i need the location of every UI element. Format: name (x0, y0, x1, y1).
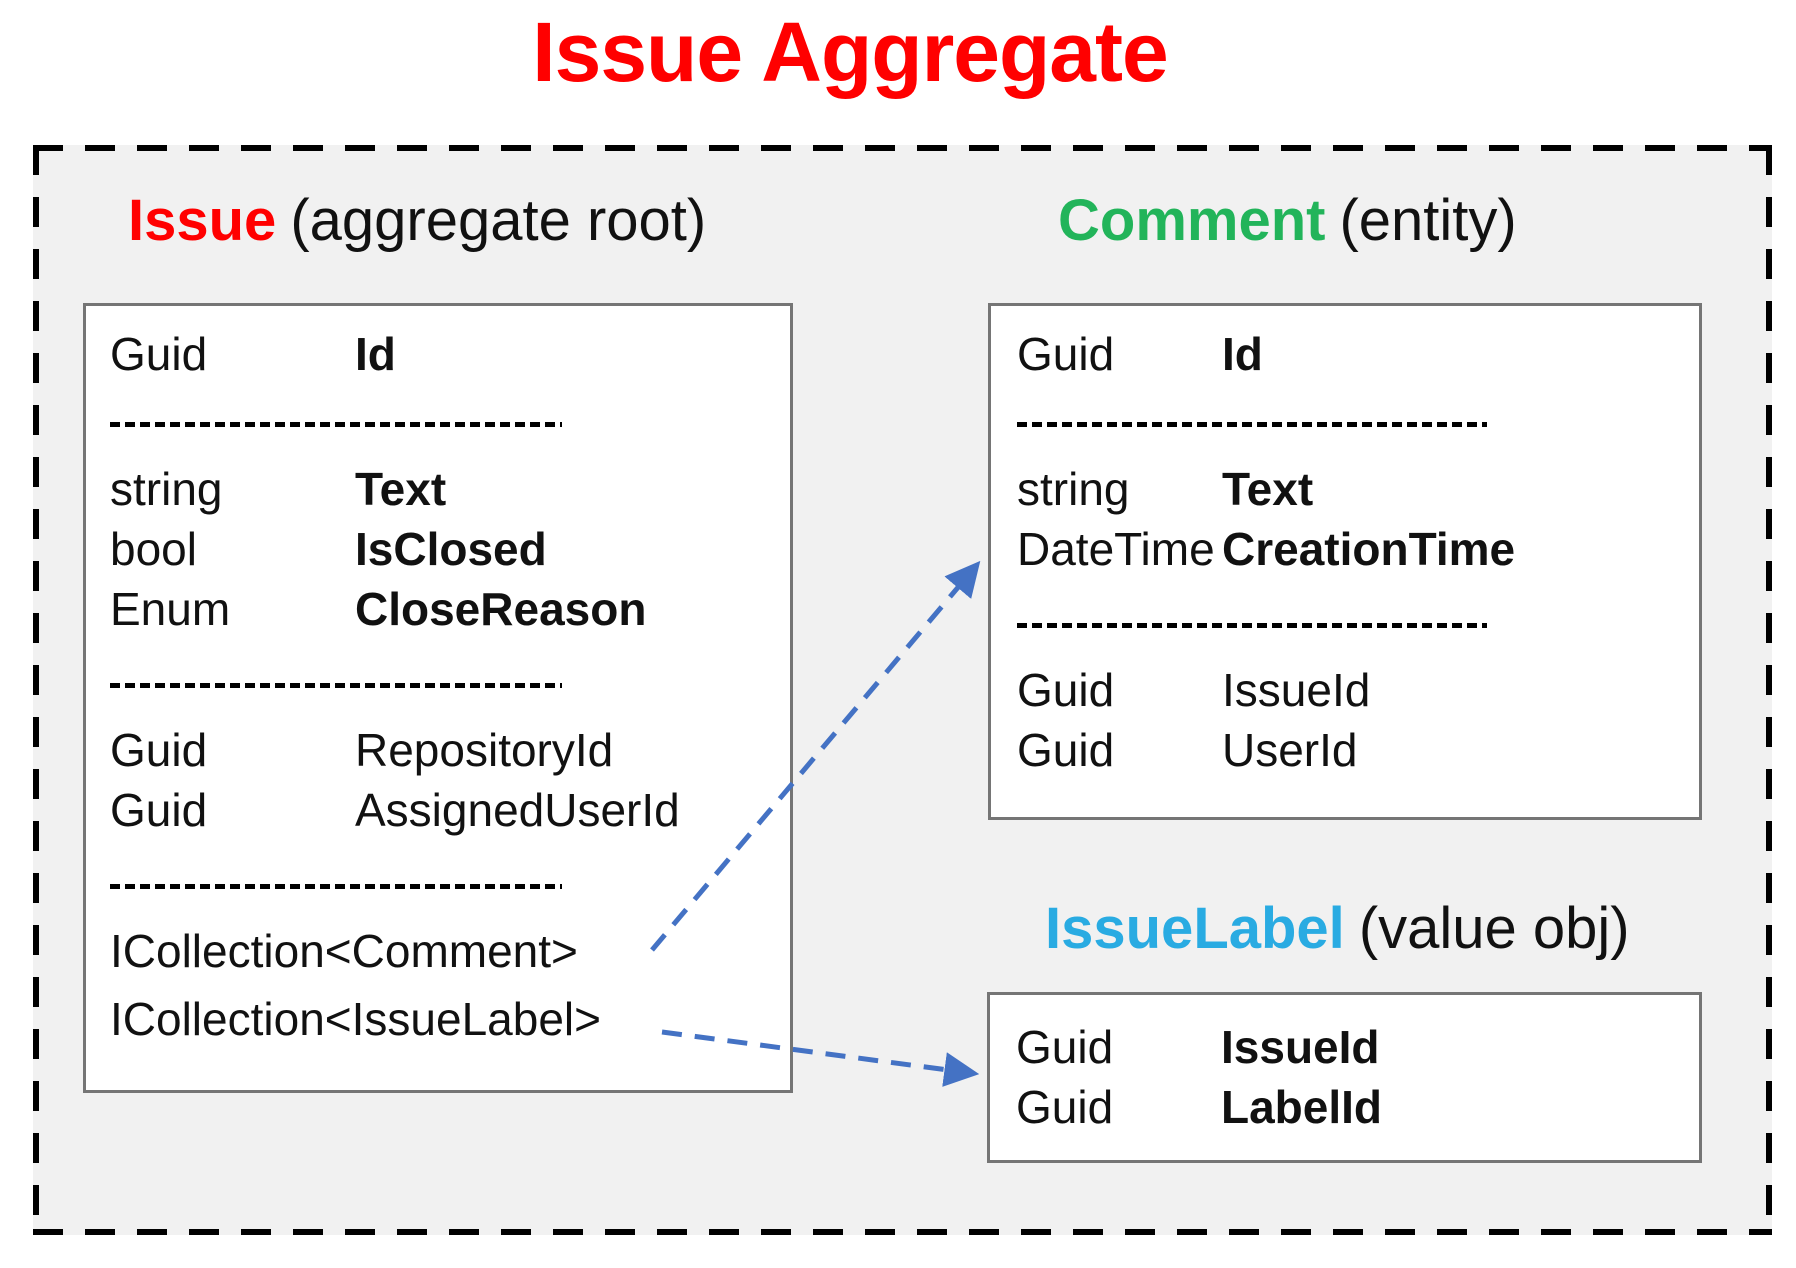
field-type: Enum (110, 583, 231, 635)
field-type: DateTime (1017, 523, 1215, 575)
page-title: Issue Aggregate (532, 5, 1168, 99)
issue-label-header: IssueLabel(value obj) (1045, 896, 1630, 962)
issue-header-title: Issue (128, 188, 277, 253)
collection-row: ICollection<Comment> (110, 921, 790, 981)
field-name: Id (355, 328, 396, 380)
field-separator (110, 683, 562, 688)
field-name: Text (355, 463, 447, 515)
field-row: Guid AssignedUserId (110, 780, 790, 840)
field-row: Guid IssueId (1016, 1017, 1699, 1077)
field-row: Enum CloseReason (110, 579, 790, 639)
field-name: AssignedUserId (355, 784, 680, 836)
issue-entity-box: Guid Id string Text bool IsClosed Enum Close… (83, 303, 793, 1093)
field-row: Guid IssueId (1017, 660, 1699, 720)
field-type: Guid (1016, 1081, 1114, 1133)
field-type: string (1017, 463, 1130, 515)
field-type: Guid (1016, 1021, 1114, 1073)
field-separator (110, 884, 562, 889)
field-name: UserId (1222, 724, 1358, 776)
field-type: Guid (110, 328, 208, 380)
field-type: Guid (1017, 664, 1115, 716)
boundary-dashed-edge-left (33, 145, 39, 1235)
boundary-dashed-edge-bottom (33, 1229, 1772, 1235)
field-row: string Text (1017, 459, 1699, 519)
field-name: IssueId (1222, 664, 1371, 716)
field-name: Text (1222, 463, 1314, 515)
issue-header: Issue(aggregate root) (128, 188, 706, 254)
field-row: bool IsClosed (110, 519, 790, 579)
field-type: Guid (1017, 724, 1115, 776)
field-name: CreationTime (1222, 523, 1516, 575)
boundary-dashed-edge-right (1766, 145, 1772, 1235)
comment-header-annotation: (entity) (1339, 188, 1517, 253)
field-row: Guid RepositoryId (110, 720, 790, 780)
field-name: Id (1222, 328, 1263, 380)
field-type: Guid (110, 724, 208, 776)
field-row: Guid LabelId (1016, 1077, 1699, 1137)
field-row: Guid Id (110, 324, 790, 384)
issue-header-annotation: (aggregate root) (290, 188, 707, 253)
field-name: CloseReason (355, 583, 647, 635)
field-name: IsClosed (355, 523, 547, 575)
field-separator (1017, 623, 1487, 628)
boundary-dashed-edge-top (33, 145, 1772, 151)
collection-name: ICollection<Comment> (110, 925, 578, 977)
field-name: RepositoryId (355, 724, 614, 776)
field-name: LabelId (1221, 1081, 1383, 1133)
field-type: Guid (110, 784, 208, 836)
field-row: Guid Id (1017, 324, 1699, 384)
field-row: Guid UserId (1017, 720, 1699, 780)
field-type: string (110, 463, 223, 515)
issue-label-header-title: IssueLabel (1045, 896, 1345, 961)
field-type: Guid (1017, 328, 1115, 380)
field-separator (1017, 422, 1487, 427)
field-separator (110, 422, 562, 427)
comment-header-title: Comment (1058, 188, 1326, 253)
field-row: string Text (110, 459, 790, 519)
issue-label-header-annotation: (value obj) (1358, 896, 1630, 961)
field-name: IssueId (1221, 1021, 1380, 1073)
field-type: bool (110, 523, 197, 575)
collection-row: ICollection<IssueLabel> (110, 989, 790, 1049)
comment-header: Comment(entity) (1058, 188, 1517, 254)
collection-name: ICollection<IssueLabel> (110, 993, 601, 1045)
